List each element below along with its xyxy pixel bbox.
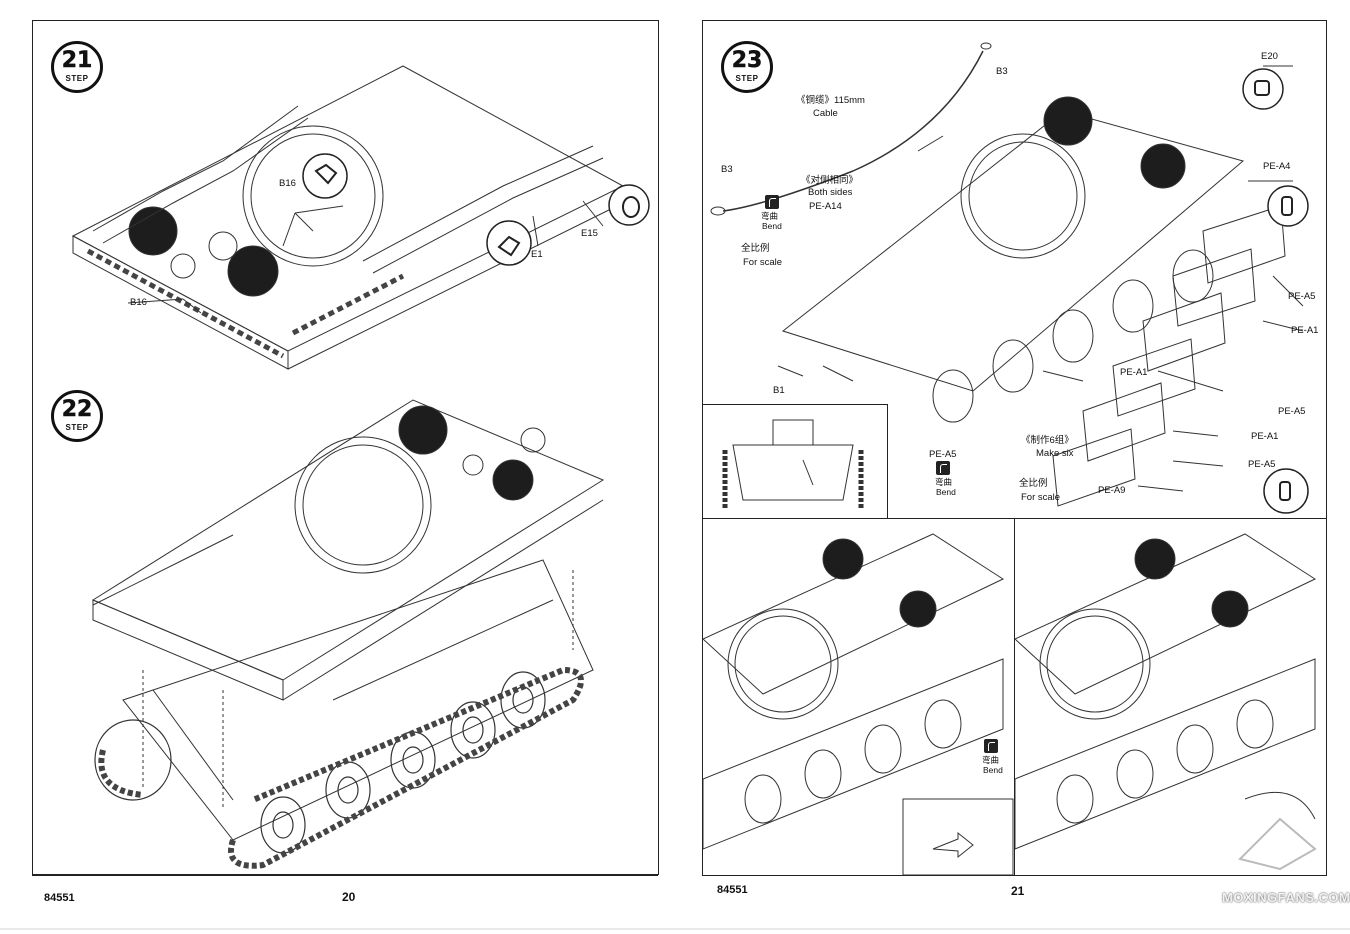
step-22-number: 22 [61, 397, 93, 423]
left-page: 21 STEP B16 B16 E15 E1 [32, 20, 659, 904]
watermark: MOXINGFANS.COM [1222, 890, 1350, 905]
label-b16-top: B16 [279, 178, 296, 189]
result-panel-left: 弯曲 Bend [702, 518, 1016, 876]
label-pe-a1-1: PE-A1 [1291, 325, 1319, 336]
bend-icon-2 [936, 461, 950, 475]
label-e1: E1 [531, 249, 543, 260]
label-bend2-en: Bend [936, 487, 956, 497]
label-scale-cn: 全比例 [741, 243, 770, 254]
step-22-word: STEP [65, 423, 89, 432]
label-both-sides-cn: 《对侧相同》 [801, 175, 859, 186]
label-b3-left: B3 [721, 164, 733, 175]
result-left-drawing [703, 533, 1014, 875]
label-b16-left: B16 [130, 297, 147, 308]
left-kit-number: 84551 [44, 892, 75, 904]
label-pe-a9: PE-A9 [1098, 485, 1126, 496]
rear-view-inset [703, 404, 888, 518]
label-b3-top: B3 [996, 66, 1008, 77]
step-21-number: 21 [61, 48, 93, 74]
step-21-drawing [71, 65, 650, 370]
step-23-panel: 23 STEP B3 《铜缆》115mm Cable B3 《对侧相同》 Bot… [702, 20, 1327, 520]
label-pe-a5-1: PE-A5 [1288, 291, 1316, 302]
bend-icon-3 [984, 739, 998, 753]
label-cable-cn: 《铜缆》115mm [796, 95, 865, 106]
label-pe-a1-2: PE-A1 [1120, 367, 1148, 378]
label-make-six-cn: 《制作6组》 [1021, 435, 1074, 446]
label-bend-en: Bend [762, 221, 782, 231]
step-22-badge: 22 STEP [51, 390, 103, 442]
step-23-number: 23 [731, 48, 763, 74]
label-bend2-cn: 弯曲 [935, 477, 953, 487]
right-kit-number: 84551 [717, 884, 748, 896]
step-22-drawing [91, 399, 605, 869]
label-scale2-cn: 全比例 [1019, 478, 1048, 489]
label-pe-a14: PE-A14 [809, 201, 842, 212]
label-b1: B1 [773, 385, 785, 396]
result-right-drawing [1015, 533, 1317, 871]
label-pe-a5-3: PE-A5 [1248, 459, 1276, 470]
bottom-shadow [0, 928, 1350, 930]
right-page-number: 21 [1011, 884, 1025, 898]
label-pe-a4: PE-A4 [1263, 161, 1291, 172]
label-scale2-en: For scale [1021, 492, 1061, 503]
left-page-number: 20 [342, 890, 356, 904]
label-cable-en: Cable [813, 108, 838, 119]
label-bottom-bend-en: Bend [983, 765, 1003, 775]
label-pe-a1-3: PE-A1 [1251, 431, 1279, 442]
step-22-panel: 22 STEP [32, 370, 659, 875]
right-page: 23 STEP B3 《铜缆》115mm Cable B3 《对侧相同》 Bot… [675, 0, 1350, 934]
label-scale-en: For scale [743, 257, 783, 268]
label-make-six-en: Make six [1036, 448, 1074, 459]
step-23-badge: 23 STEP [721, 41, 773, 93]
label-e20: E20 [1261, 51, 1278, 62]
label-pe-a5-detail: PE-A5 [929, 449, 957, 460]
rear-view-drawing [722, 419, 864, 510]
step-21-badge: 21 STEP [51, 41, 103, 93]
label-both-sides-en: Both sides [808, 187, 853, 198]
bend-icon [765, 195, 779, 209]
step-21-panel: 21 STEP B16 B16 E15 E1 [32, 20, 659, 372]
label-pe-a5-2: PE-A5 [1278, 406, 1306, 417]
result-panel-right [1014, 518, 1327, 876]
label-bend-cn: 弯曲 [761, 211, 779, 221]
label-bottom-bend-cn: 弯曲 [982, 755, 1000, 765]
step-21-word: STEP [65, 74, 89, 83]
step-23-word: STEP [735, 74, 759, 83]
label-e15: E15 [581, 228, 598, 239]
step-23-drawing [710, 42, 1309, 514]
